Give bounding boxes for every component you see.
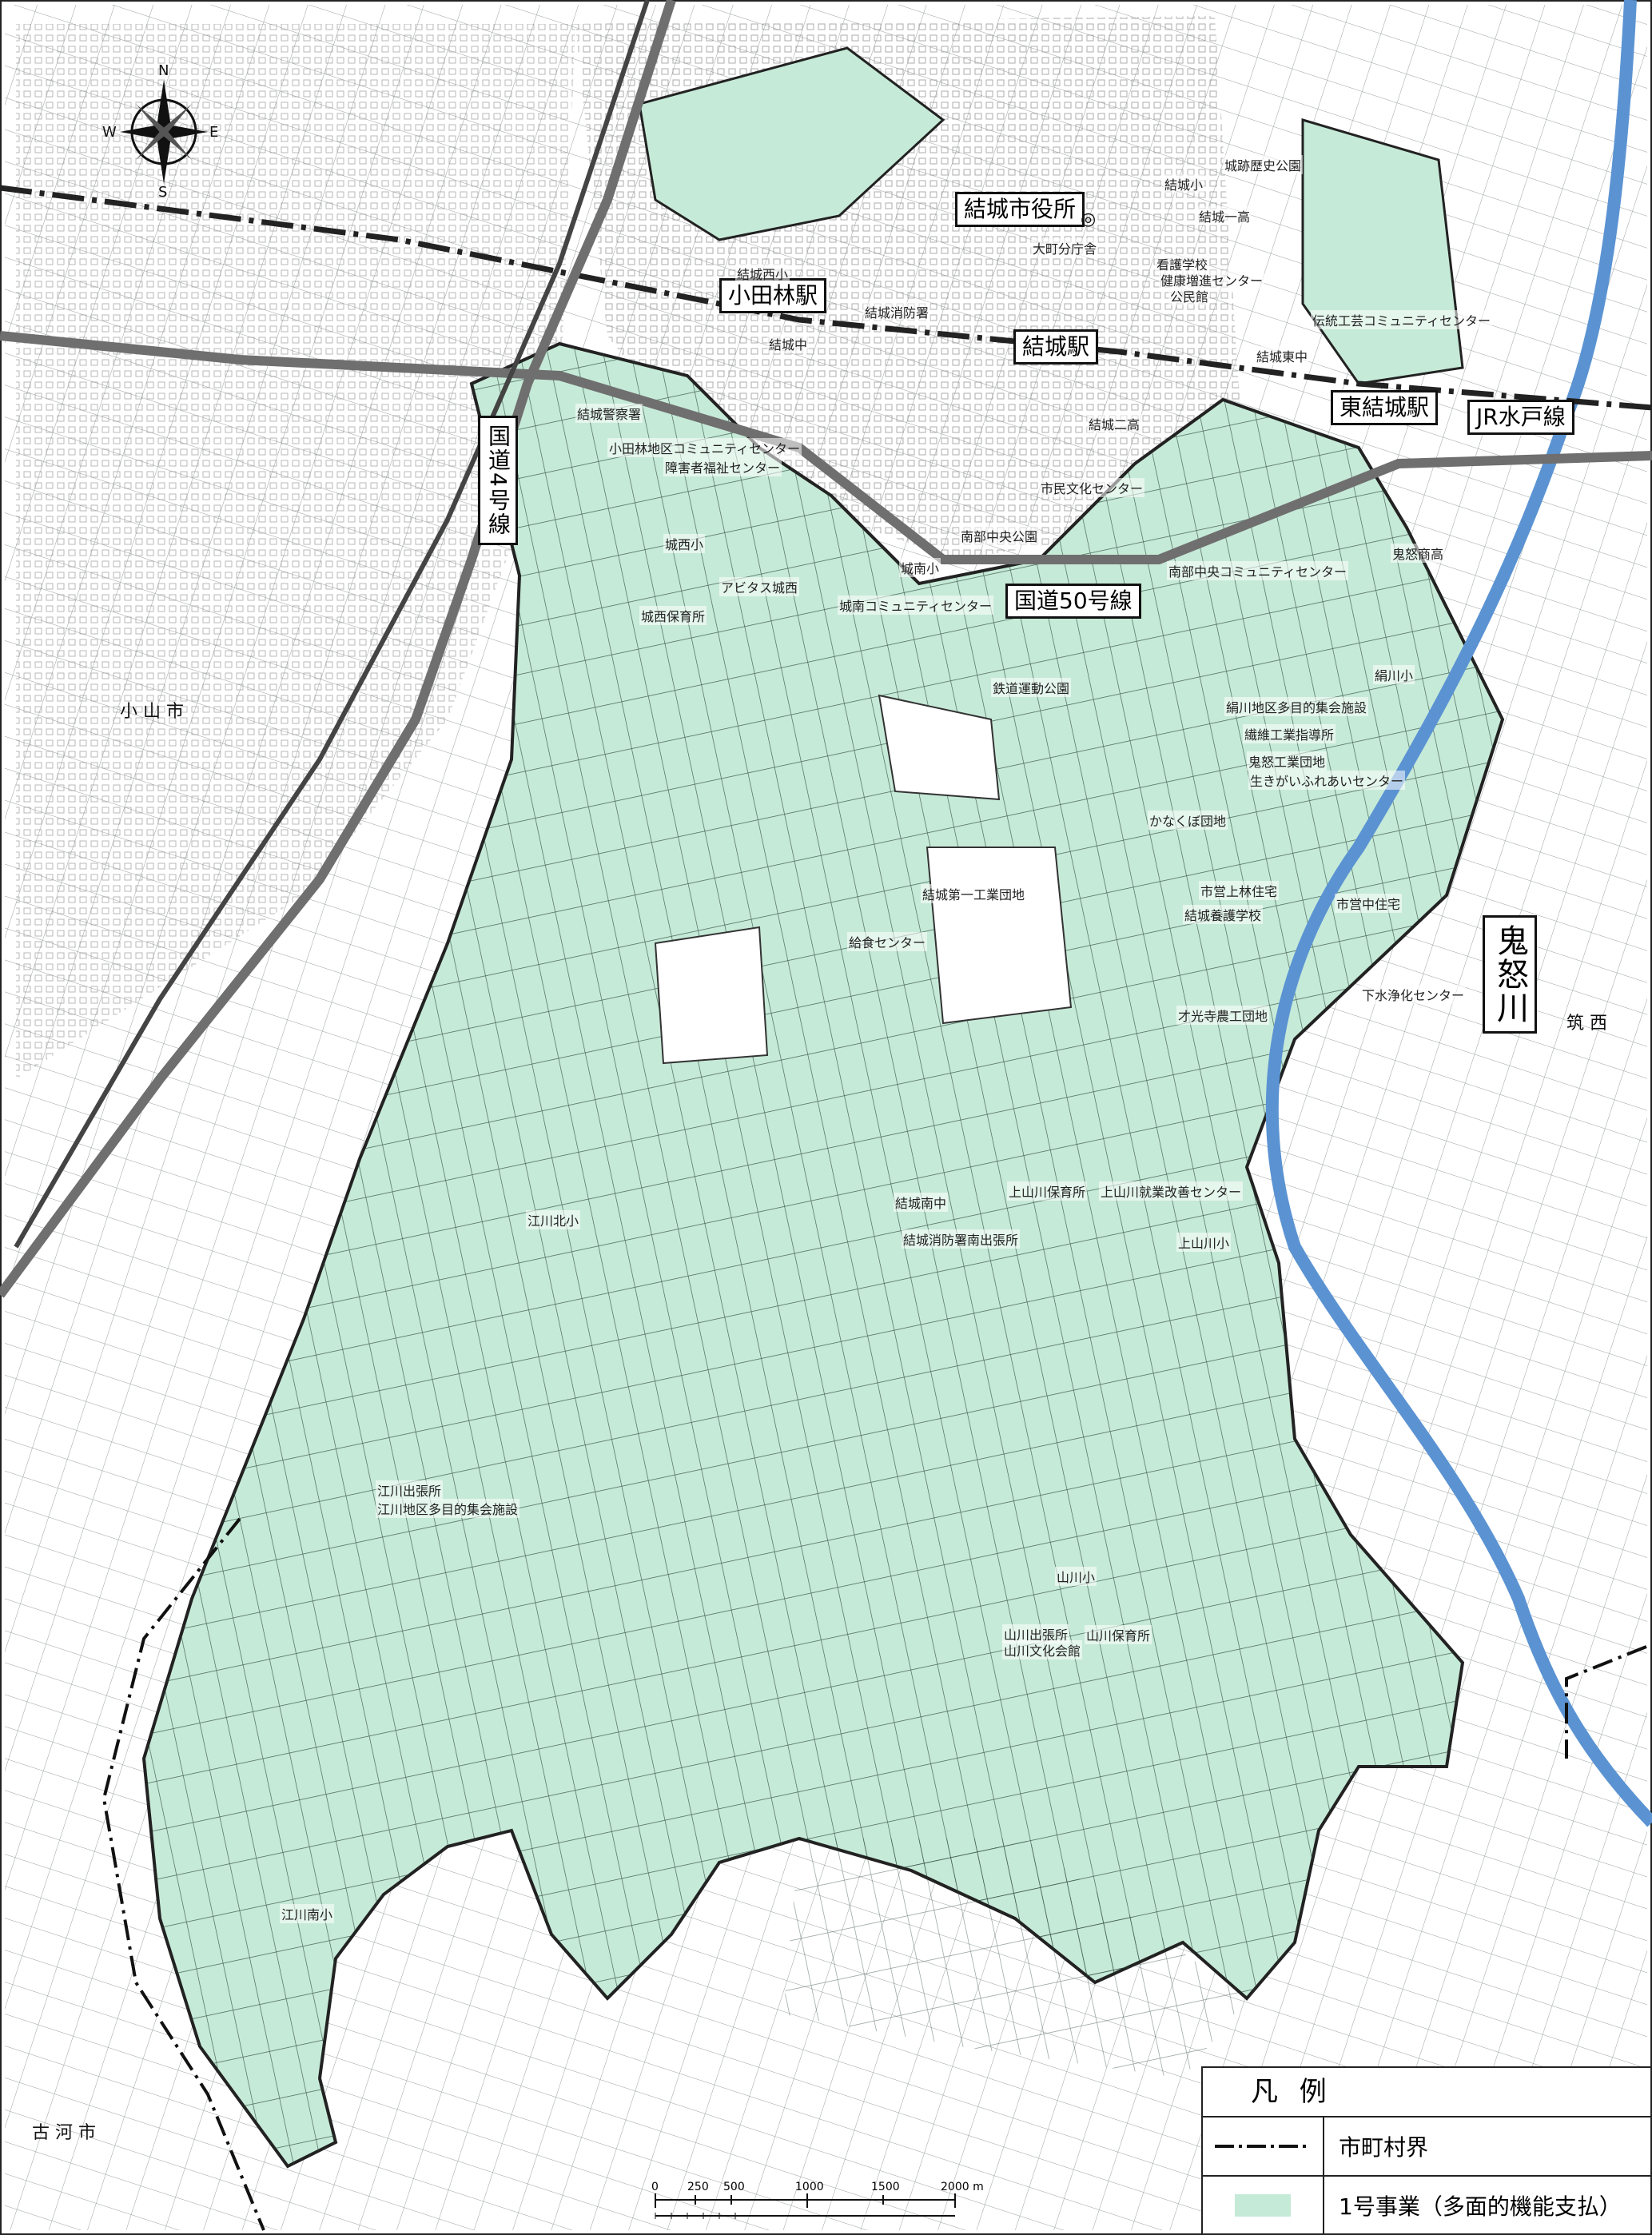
scale-bar: 0 250 500 1000 1500 2000 m [651,2181,995,2229]
compass-rose: N E S W [102,62,219,201]
facility-label: 上山川就業改善センター [1099,1181,1244,1201]
jr-mito-line [0,185,1652,411]
koga-city-label: 古 河 市 [32,2123,96,2143]
facility-label: 山川保育所 [1085,1625,1152,1644]
facility-label: 健康増進センター [1159,270,1265,289]
scale-tick-1000: 1000 [795,2181,824,2193]
facility-label: 山川小 [1055,1567,1097,1586]
legend-label-project: 1号事業（多面的機能支払） [1339,2193,1622,2220]
legend-label-boundary: 市町村界 [1339,2134,1429,2161]
facility-label: 市営中住宅 [1335,894,1403,913]
oyama-city-label: 小 山 市 [120,702,184,722]
facility-label: 江川出張所 [376,1480,444,1500]
compass-s: S [158,184,168,201]
municipal-boundary [102,1517,265,2231]
yuki-station-label: 結城駅 [1013,329,1099,365]
facility-label: 結城中 [767,334,810,353]
facility-label: 才光寺農工団地 [1176,1006,1270,1025]
chikusei-label: 筑 西 [1566,1014,1607,1034]
kinugawa-label: 鬼怒川 [1483,915,1537,1034]
green-fill-icon [1203,2177,1324,2234]
facility-label: 大町分庁舎 [1031,238,1099,257]
facility-label: 結城第一工業団地 [921,884,1027,903]
facility-label: 城跡歴史公園 [1223,155,1304,174]
legend-title: 凡 例 [1203,2068,1650,2117]
facility-label: 繊維工業指導所 [1243,724,1336,743]
city-hall-label: 結城市役所 [955,192,1085,227]
facility-label: 江川北小 [526,1210,581,1229]
facility-label: 鉄道運動公園 [991,678,1072,697]
legend-row-project: 1号事業（多面的機能支払） [1203,2177,1650,2234]
scale-tick-0: 0 [651,2181,659,2193]
facility-label: 絹川小 [1373,665,1415,684]
route-50-road [0,331,1652,564]
route4-label: 国道4号線 [478,416,518,545]
project-area-north [638,46,945,241]
facility-label: 結城警察署 [575,404,643,423]
scale-tick-2000: 2000 m [941,2181,984,2193]
facility-label: 結城二高 [1087,414,1142,433]
facility-label: 鬼怒工業団地 [1247,751,1328,771]
legend-row-boundary: 市町村界 [1203,2117,1650,2177]
facility-label: 市営上林住宅 [1199,881,1280,900]
facility-label: 生きがいふれあいセンター [1248,771,1406,790]
facility-label: 南部中央コミュニティセンター [1167,561,1349,580]
compass-n: N [158,62,169,79]
jr-mito-line-label: JR水戸線 [1467,400,1574,435]
facility-label: 給食センター [847,932,928,951]
compass-w: W [102,124,117,141]
route50-label: 国道50号線 [1005,584,1141,619]
facility-label: 鬼怒商高 [1391,544,1446,563]
facility-label: 南部中央公園 [959,526,1040,545]
route-4-road [0,0,676,1298]
boundary-line-icon [1203,2117,1324,2175]
compass-e: E [209,124,219,141]
facility-label: 公民館 [1168,286,1211,305]
facility-label: 結城東中 [1255,346,1310,365]
facility-label: 障害者福祉センター [663,457,782,476]
map-legend: 凡 例 市町村界 1号事業（多面的機能支払） [1201,2066,1652,2235]
facility-label: 結城消防署 [863,302,931,321]
facility-label: 城西保育所 [639,606,707,625]
scale-tick-1500: 1500 [871,2181,900,2193]
facility-label: 城西小 [663,534,706,553]
facility-label: 結城一高 [1197,206,1252,225]
scale-tick-500: 500 [723,2181,745,2193]
facility-label: 上山川小 [1176,1233,1232,1252]
facility-label: 結城養護学校 [1183,905,1264,924]
facility-label: 山川文化会館 [1002,1640,1083,1659]
facility-label: 結城小 [1163,174,1205,193]
odabayashi-station-label: 小田林駅 [719,278,827,313]
facility-label: 絹川地区多目的集会施設 [1224,697,1369,716]
facility-label: 城南コミュニティセンター [838,596,994,615]
facility-label: 結城消防署南出張所 [902,1229,1021,1249]
facility-label: 江川地区多目的集会施設 [376,1499,520,1518]
facility-label: 市民文化センター [1039,478,1145,497]
facility-label: かなくぼ団地 [1148,811,1228,830]
facility-label: 伝統工芸コミュニティセンター [1311,310,1493,329]
compass-icon [120,80,208,184]
facility-label: 下水浄化センター [1360,985,1467,1004]
south-rice-fields [783,1839,1247,2078]
facility-label: 上山川保育所 [1007,1181,1088,1201]
facility-label: アビタス城西 [719,577,800,596]
scale-tick-250: 250 [687,2181,709,2193]
higashi-yuki-station-label: 東結城駅 [1331,390,1439,425]
facility-label: 結城西小 [735,264,790,283]
facility-label: 結城南中 [894,1193,949,1212]
facility-label: 小田林地区コミュニティセンター [607,438,802,457]
kinugawa-river [1265,0,1652,1827]
facility-label: 江川南小 [280,1904,335,1923]
facility-label: 城南小 [899,558,941,577]
city-hall-icon: ◎ [1081,209,1097,229]
oyama-urban-area [16,24,575,1079]
